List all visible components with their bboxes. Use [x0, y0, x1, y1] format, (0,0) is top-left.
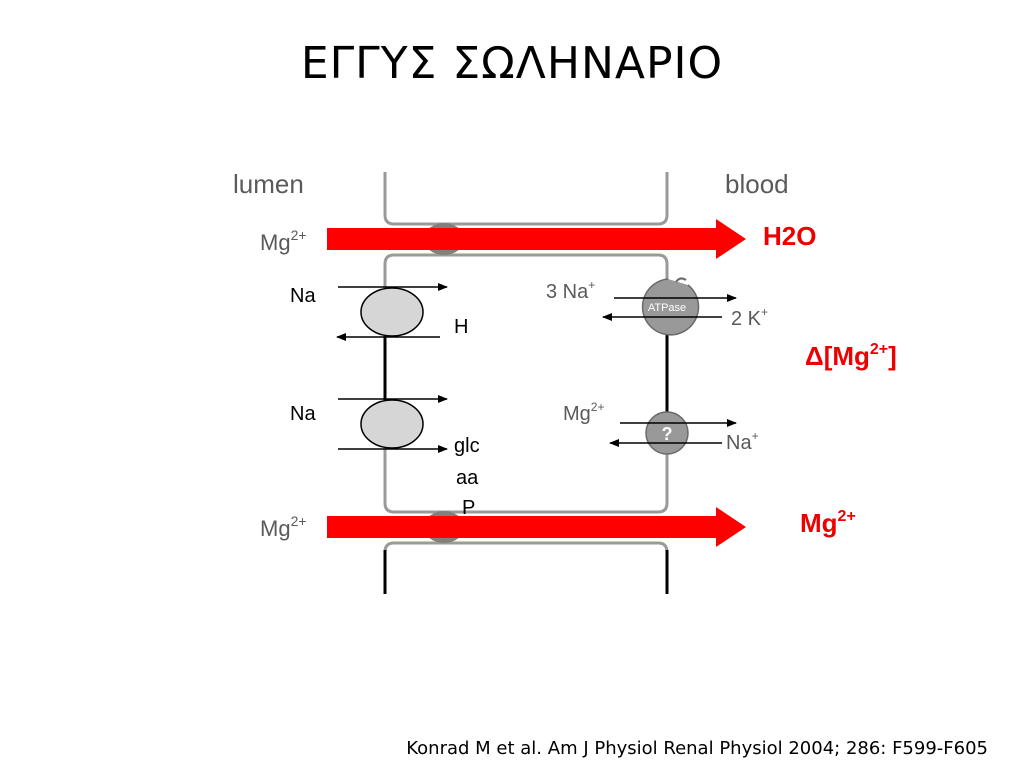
cell-membranes	[383, 172, 669, 594]
paracellular-arrow-bottom	[327, 507, 746, 547]
na-cotransporter	[360, 399, 424, 449]
three-na-label: 3 Na+	[546, 278, 595, 303]
citation: Konrad M et al. Am J Physiol Renal Physi…	[406, 738, 988, 759]
h2o-label: H2O	[763, 221, 816, 251]
slide-title: ΕΓΓΥΣ ΣΩΛΗΝΑΡΙΟ	[300, 38, 724, 89]
upper-cell-outline	[383, 172, 669, 226]
lumen-label: lumen	[233, 169, 304, 199]
main-cell-outline	[383, 253, 669, 514]
mg-lumen-top-label: Mg2+	[260, 227, 307, 255]
mg-lumen-bottom-label: Mg2+	[260, 513, 307, 541]
aa-label: aa	[456, 467, 479, 489]
mg-blood-label: Mg2+	[800, 508, 856, 538]
mg-gradient-label: Δ[Mg2+]	[805, 341, 897, 371]
atpase-label: ATPase	[648, 302, 686, 314]
blood-label: blood	[725, 169, 789, 199]
two-k-label: 2 K+	[731, 305, 768, 330]
na-exchanger-label: Na+	[726, 429, 759, 454]
mg-exchanger-label: Mg2+	[563, 400, 604, 425]
na-h-exchanger	[360, 287, 424, 337]
atpase-pump: ATPase	[641, 277, 700, 336]
glc-label: glc	[454, 435, 480, 457]
paracellular-arrow-top	[327, 219, 746, 259]
p-label: P	[462, 497, 475, 519]
lower-cell-outline	[383, 541, 669, 594]
na-label-2: Na	[290, 403, 316, 425]
na-label-1: Na	[290, 285, 316, 307]
h-label: H	[454, 316, 468, 338]
exchanger-question-mark: ?	[662, 424, 673, 444]
